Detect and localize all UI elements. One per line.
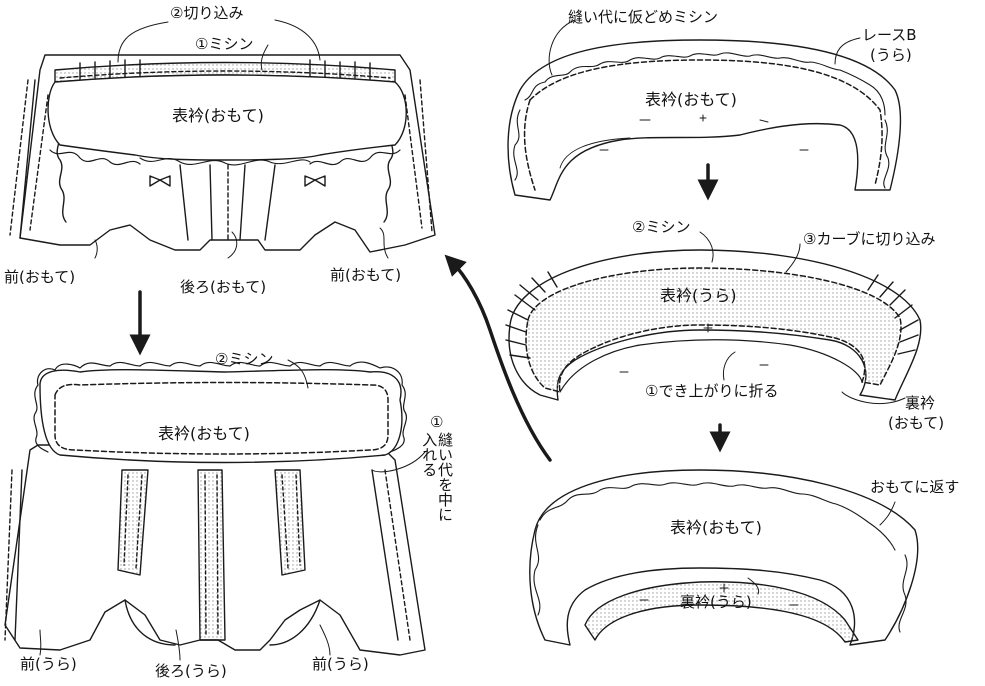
fold-note-label: ①でき上がりに折る — [645, 382, 779, 400]
turn-note-label: おもてに返す — [870, 478, 960, 496]
collar-step-3 — [529, 469, 919, 646]
front-label-top-right: 前(おもて) — [330, 266, 402, 284]
seam-note-number: ① — [430, 413, 444, 431]
collar-label-top-left: 表衿(おもて) — [172, 106, 264, 125]
collar-label-step-3: 表衿(おもて) — [670, 518, 762, 537]
front-label-bottom-left: 前(うら) — [20, 655, 77, 673]
collar-label-bottom-left: 表衿(おもて) — [158, 424, 250, 443]
seam-allowance-note: 縫い代を中に入れる — [420, 432, 454, 522]
back-label-bottom: 後ろ(うら) — [155, 662, 227, 680]
stitch-note-label-step-2: ②ミシン — [632, 218, 691, 236]
stitch-note-label-bottom: ②ミシン — [215, 350, 274, 368]
cut-note-label: ②切り込み — [170, 4, 244, 22]
collar-label-step-1: 表衿(おもて) — [645, 90, 737, 109]
under-collar-side-label: (おもて) — [888, 414, 945, 432]
baste-note-label: 縫い代に仮どめミシン — [568, 8, 719, 26]
top-left-garment — [9, 19, 436, 259]
collar-label-step-2: 表衿(うら) — [660, 286, 737, 305]
curve-cut-note-label: ③カーブに切り込み — [803, 230, 936, 248]
under-collar-label-step-3: 裏衿(うら) — [680, 593, 752, 611]
lace-side-label: (うら) — [870, 46, 912, 64]
under-collar-label: 裏衿 — [905, 394, 936, 412]
stitch-note-label: ①ミシン — [195, 35, 254, 53]
lace-note-label: レースB — [862, 26, 917, 44]
collar-step-2 — [505, 231, 922, 405]
bottom-left-garment — [4, 359, 426, 661]
back-label-top: 後ろ(おもて) — [180, 278, 267, 296]
front-label-bottom-right: 前(うら) — [312, 655, 369, 673]
collar-step-1 — [507, 19, 902, 201]
return-curve-arrow — [444, 254, 552, 462]
front-label-top-left: 前(おもて) — [4, 268, 76, 286]
